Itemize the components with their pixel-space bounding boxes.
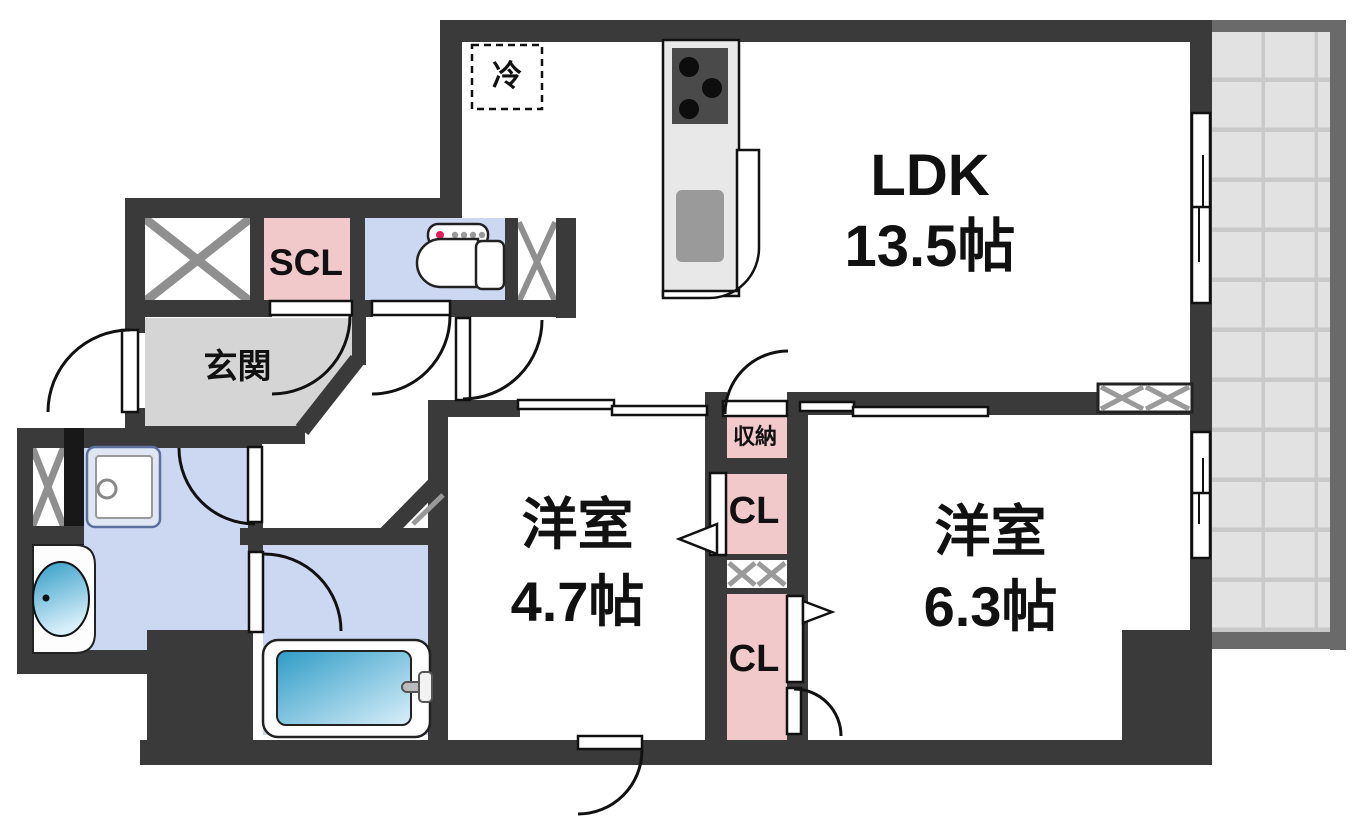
- walls: [17, 20, 1212, 765]
- corner-accent-line: [411, 493, 445, 526]
- wash-basin: [32, 544, 96, 654]
- shoe-closet-floor: [264, 218, 350, 302]
- refrigerator-space-icon: [470, 43, 544, 111]
- ldk-name: LDK: [870, 143, 990, 208]
- bathtub: [261, 638, 433, 739]
- kitchen-sink: [676, 190, 724, 262]
- closet-upper-label: CL: [728, 490, 780, 532]
- shoe-closet-label: SCL: [269, 242, 343, 283]
- toilet-door: [370, 299, 452, 317]
- bedroom-right-name: 洋室: [934, 500, 1047, 563]
- bedroom-center-door: [576, 734, 644, 751]
- door-direction-arrows: [675, 522, 836, 625]
- refrigerator-label: 冷: [492, 60, 522, 93]
- bathroom-door: [247, 550, 265, 634]
- ldk-area: 13.5帖: [844, 213, 1016, 279]
- counter-return: [661, 148, 761, 300]
- hatched-shafts: [28, 214, 558, 530]
- door-arcs: [46, 315, 843, 816]
- ldk-hall-door: [454, 316, 472, 402]
- balcony: [1196, 20, 1346, 650]
- entrance-label: 玄関: [203, 348, 272, 386]
- bedroom-right-area: 6.3帖: [923, 574, 1058, 638]
- hatched-wall-insets: [727, 382, 1194, 588]
- storage-label: 収納: [732, 424, 777, 449]
- windows: [1190, 111, 1212, 560]
- door-leaves: [120, 299, 805, 751]
- closet-lower-door: [785, 594, 805, 684]
- entrance-floor: [145, 318, 352, 430]
- closet-upper-floor: [723, 474, 787, 554]
- storage-door: [721, 399, 789, 418]
- entry-door: [120, 328, 140, 414]
- storage-floor: [723, 416, 787, 458]
- bedroom-right-label: 洋室 6.3帖: [838, 500, 1143, 638]
- closet-lower-label: CL: [728, 638, 780, 680]
- shoe-closet-door: [268, 299, 354, 317]
- washing-machine-pan: [85, 445, 162, 529]
- toilet-icon: [415, 222, 506, 291]
- closet-lower-floor: [723, 594, 787, 740]
- washroom-door: [246, 445, 264, 524]
- kitchen-counter: [661, 38, 761, 300]
- sliding-doors: [516, 398, 990, 418]
- bedroom-center-label: 洋室 4.7帖: [445, 493, 710, 633]
- balcony-tiles: [1212, 32, 1330, 632]
- ldk-label: LDK 13.5帖: [770, 143, 1090, 279]
- bedroom-right-door: [785, 686, 803, 736]
- bedroom-center-name: 洋室: [521, 493, 634, 556]
- bedroom-center-area: 4.7帖: [510, 569, 645, 633]
